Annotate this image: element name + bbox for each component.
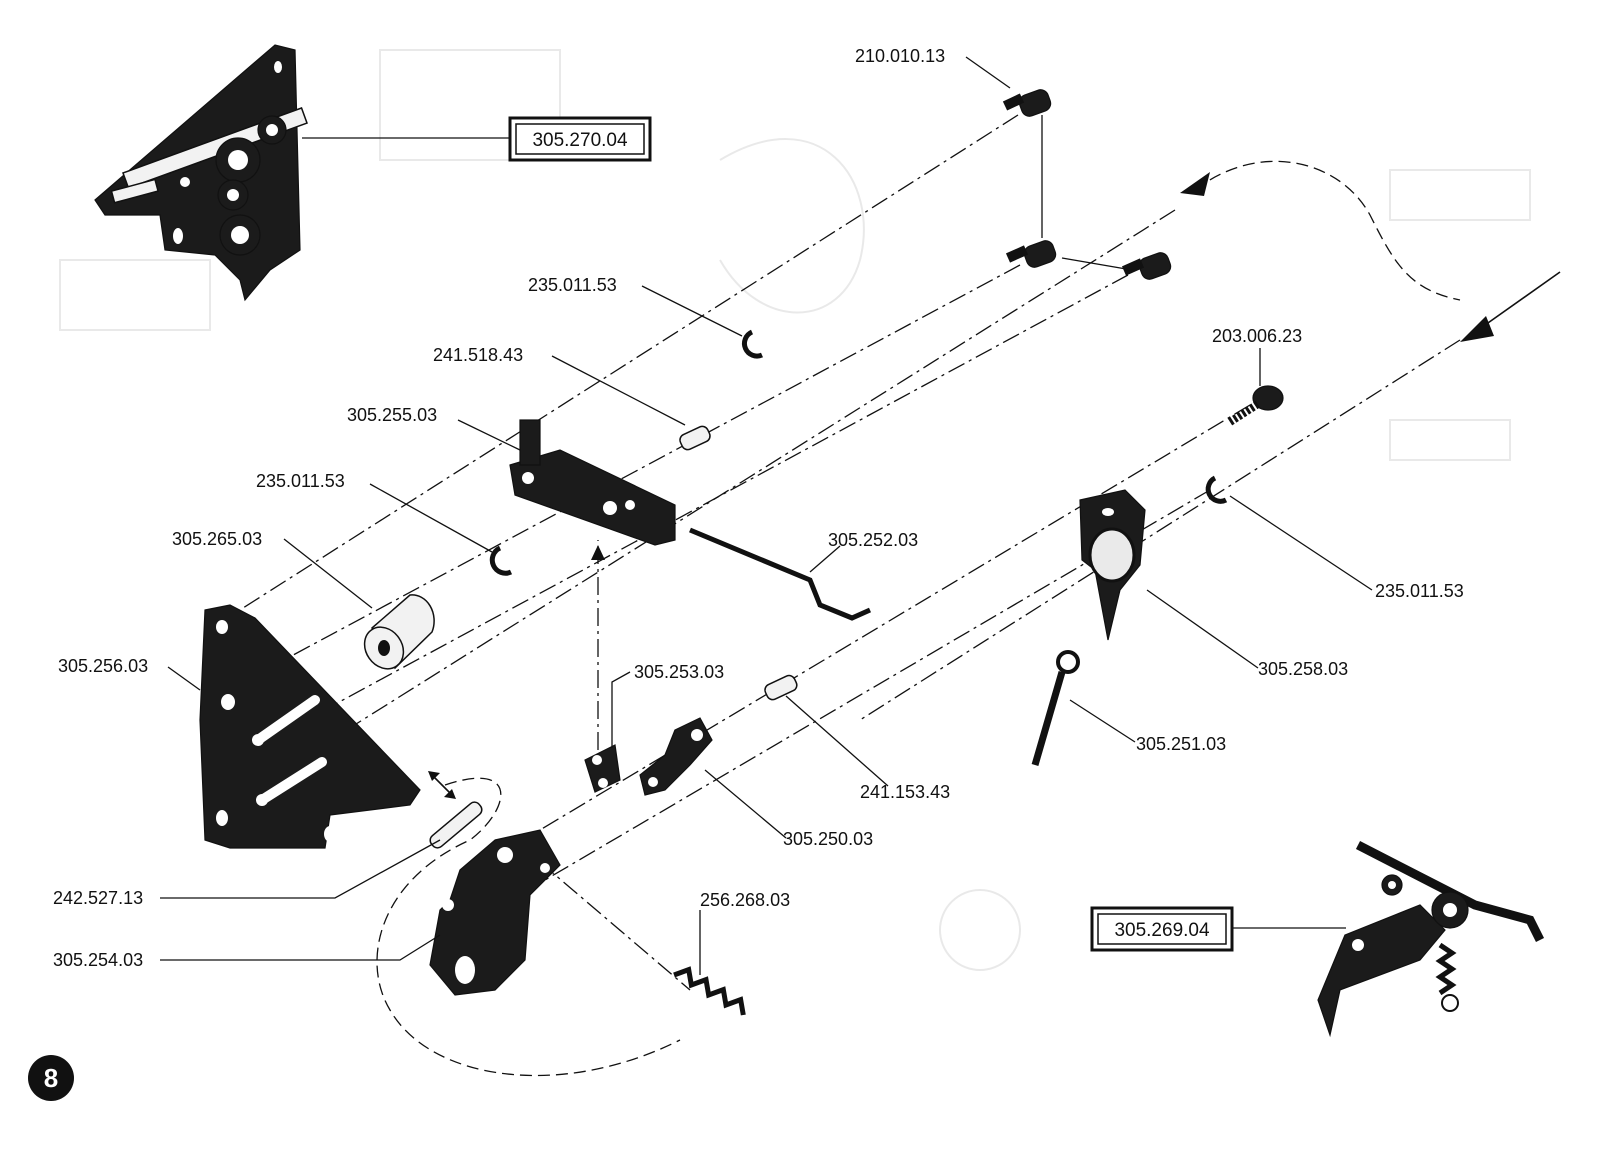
part-label: 305.254.03 bbox=[53, 950, 143, 970]
part-label: 305.252.03 bbox=[828, 530, 918, 550]
leader-lines bbox=[160, 56, 1373, 975]
part-label: 305.265.03 bbox=[172, 529, 262, 549]
arrowhead-icon bbox=[591, 545, 605, 560]
eye-pin-305-251-03 bbox=[1031, 650, 1080, 766]
arrowhead-icon bbox=[1460, 316, 1494, 342]
link-305-253-03 bbox=[584, 744, 621, 793]
cam-305-258-03 bbox=[1079, 489, 1146, 641]
part-label: 235.011.53 bbox=[528, 275, 617, 295]
part-label: 235.011.53 bbox=[1375, 581, 1464, 601]
part-label: 241.518.43 bbox=[433, 345, 523, 365]
crank-305-250-03 bbox=[639, 717, 713, 796]
screw-203-006-23 bbox=[1227, 385, 1284, 426]
part-label: 305.255.03 bbox=[347, 405, 437, 425]
spring-256-268-03 bbox=[673, 966, 746, 1016]
part-label: 210.010.13 bbox=[855, 46, 945, 66]
part-label: 305.253.03 bbox=[634, 662, 724, 682]
part-label: 305.258.03 bbox=[1258, 659, 1348, 679]
part-label: 241.153.43 bbox=[860, 782, 950, 802]
motion-paths bbox=[376, 160, 1561, 1077]
part-label: 305.256.03 bbox=[58, 656, 148, 676]
part-label: 242.527.13 bbox=[53, 888, 143, 908]
part-label: 305.250.03 bbox=[783, 829, 873, 849]
pin-241-518-43 bbox=[679, 425, 711, 451]
rod-305-252-03 bbox=[689, 527, 872, 621]
part-label: 305.251.03 bbox=[1136, 734, 1226, 754]
assembly-305-270-04-illustration bbox=[94, 44, 308, 302]
assembly-number: 305.269.04 bbox=[1114, 920, 1210, 941]
background-ghost-artwork bbox=[59, 49, 1531, 971]
spacer-305-265-03 bbox=[363, 594, 435, 670]
bracket-305-254-03 bbox=[429, 829, 561, 996]
assembly-label-305-269-04: 305.269.04 bbox=[1090, 906, 1234, 952]
page-number-badge: 8 bbox=[28, 1055, 74, 1101]
part-label: 235.011.53 bbox=[256, 471, 345, 491]
assembly-305-269-04-illustration bbox=[1317, 840, 1545, 1038]
e-clip-parts bbox=[489, 329, 1228, 576]
assembly-label-305-270-04: 305.270.04 bbox=[508, 116, 652, 162]
part-label: 256.268.03 bbox=[700, 890, 790, 910]
lever-305-255-03 bbox=[509, 419, 676, 546]
plate-305-256-03 bbox=[199, 604, 421, 849]
arrowhead-icon bbox=[1180, 172, 1210, 196]
screw-210-010-13 bbox=[1002, 89, 1172, 280]
explosion-axes bbox=[227, 114, 1461, 991]
pin-241-153-43 bbox=[764, 674, 798, 701]
assembly-number: 305.270.04 bbox=[532, 130, 628, 151]
part-label: 203.006.23 bbox=[1212, 326, 1302, 346]
